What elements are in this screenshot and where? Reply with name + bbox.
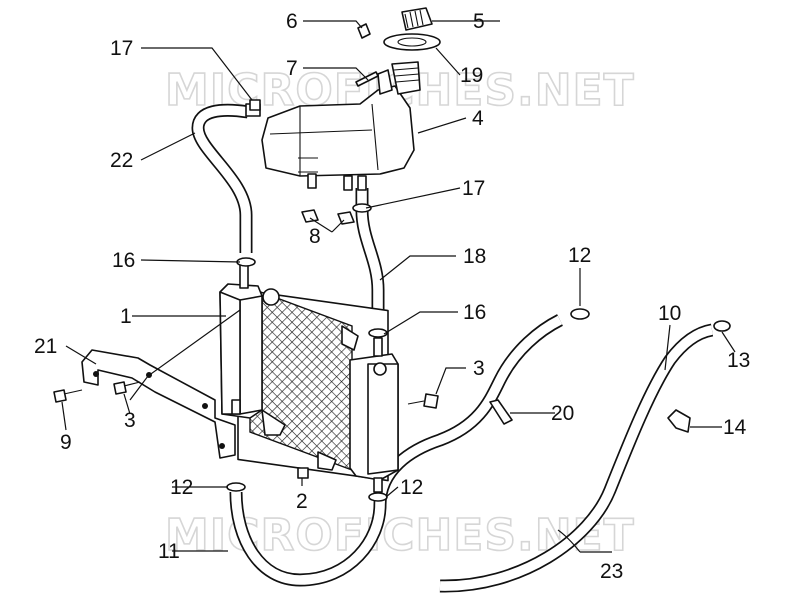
callout-1: 1 (120, 305, 132, 328)
callout-4: 4 (472, 107, 484, 130)
callout-6: 6 (286, 10, 298, 33)
callout-21: 21 (34, 335, 57, 358)
hose-10 (439, 323, 714, 593)
callout-9: 9 (60, 431, 72, 454)
clamp-12-right (368, 492, 388, 502)
seal-ring (383, 33, 441, 51)
clamp-17-top (249, 99, 261, 111)
clip-23 (557, 529, 581, 553)
clamp-13 (713, 320, 731, 332)
callout-18: 18 (463, 245, 486, 268)
callout-12-top: 12 (568, 244, 591, 267)
clamp-17-right (352, 203, 372, 213)
radiator (219, 261, 399, 493)
clips-8 (301, 209, 355, 225)
screw-3-right (407, 393, 439, 409)
filler-cap (401, 7, 433, 31)
hose-22 (191, 103, 253, 253)
callout-17-top: 17 (110, 37, 133, 60)
callout-16-left: 16 (112, 249, 135, 272)
clip-20 (489, 399, 513, 425)
callout-16-right: 16 (463, 301, 486, 324)
callout-22: 22 (110, 149, 133, 172)
clamp-12-left (226, 482, 246, 492)
leader-lines (61, 20, 736, 553)
callout-13: 13 (727, 349, 750, 372)
callout-20: 20 (551, 402, 574, 425)
callout-17-right: 17 (462, 177, 485, 200)
screw-9 (53, 389, 83, 403)
mounting-bracket (81, 349, 236, 459)
expansion-tank (245, 61, 421, 191)
callout-3-left: 3 (124, 409, 136, 432)
callout-8: 8 (309, 225, 321, 248)
callout-12-left: 12 (170, 476, 193, 499)
clip-2 (297, 467, 309, 479)
hose-11 (229, 491, 387, 587)
callout-3-right: 3 (473, 357, 485, 380)
callout-11: 11 (158, 540, 180, 563)
callout-19: 19 (460, 64, 483, 87)
clamp-16-right (368, 328, 388, 338)
callout-10: 10 (658, 302, 681, 325)
callout-12-right: 12 (400, 476, 423, 499)
callout-5: 5 (473, 10, 485, 33)
callout-2: 2 (296, 490, 308, 513)
callout-14: 14 (723, 416, 747, 439)
screw-3-left (113, 381, 141, 395)
callout-7: 7 (286, 57, 298, 80)
hose-18 (355, 188, 385, 333)
clip-14 (667, 409, 691, 433)
clamp-12-top (570, 308, 590, 320)
callout-23: 23 (600, 560, 623, 583)
